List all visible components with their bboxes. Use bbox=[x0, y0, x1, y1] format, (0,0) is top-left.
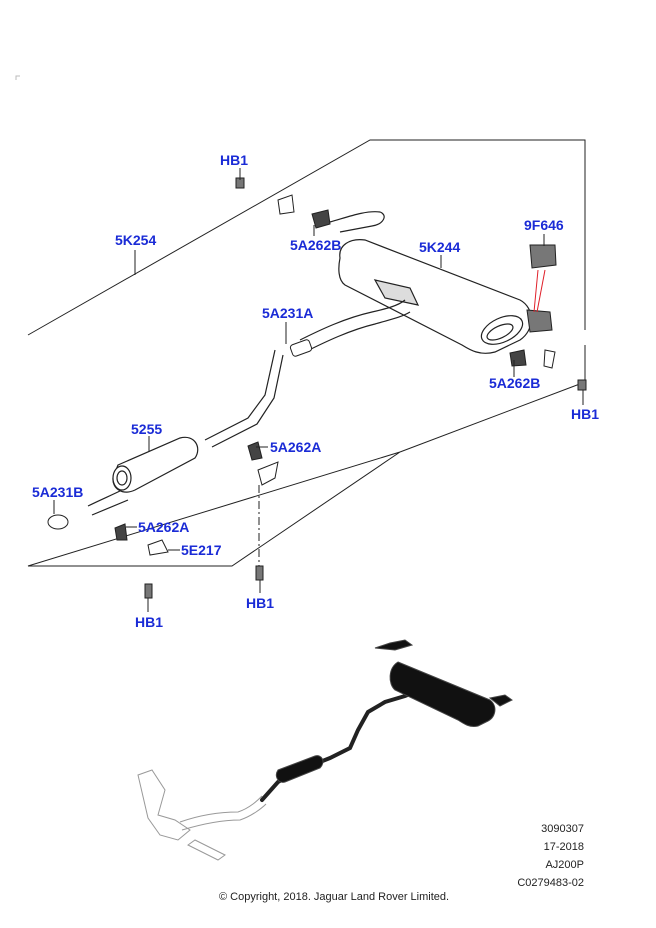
callout-5e217: 5E217 bbox=[181, 542, 222, 558]
callout-9f646: 9F646 bbox=[524, 217, 564, 233]
callout-5a262b-right: 5A262B bbox=[489, 375, 540, 391]
overview-illustration bbox=[137, 639, 513, 861]
leader-lines bbox=[53, 168, 584, 612]
callout-hb1-top: HB1 bbox=[220, 152, 248, 168]
assembly-boundary bbox=[27, 139, 586, 567]
callout-5k244: 5K244 bbox=[419, 239, 460, 255]
reference-code-1: 3090307 bbox=[541, 823, 584, 835]
corner-mark bbox=[15, 75, 20, 80]
overview-exhaust-highlight bbox=[260, 688, 422, 802]
callout-hb1-mid: HB1 bbox=[246, 595, 274, 611]
callout-5a262a-mid: 5A262A bbox=[270, 439, 321, 455]
rear-muffler bbox=[329, 211, 532, 354]
hardware bbox=[47, 177, 587, 599]
copyright-notice: © Copyright, 2018. Jaguar Land Rover Lim… bbox=[219, 891, 450, 903]
reference-code-2: 17-2018 bbox=[543, 841, 584, 853]
callout-5255: 5255 bbox=[131, 421, 162, 437]
overview-manifold bbox=[137, 769, 267, 861]
callout-5a262a-low: 5A262A bbox=[138, 519, 189, 535]
sensor-leader-lines bbox=[533, 269, 546, 313]
overview-mufflers bbox=[275, 639, 513, 783]
centre-muffler bbox=[112, 436, 199, 493]
intermediate-pipe bbox=[87, 299, 411, 516]
callout-5a262b-top: 5A262B bbox=[290, 237, 341, 253]
callout-5a231a: 5A231A bbox=[262, 305, 313, 321]
assembly-boundary-right bbox=[399, 381, 586, 453]
reference-engine: AJ200P bbox=[545, 859, 584, 871]
reference-illustration-id: C0279483-02 bbox=[517, 877, 584, 889]
callout-hb1-right: HB1 bbox=[571, 406, 599, 422]
callout-5a231b: 5A231B bbox=[32, 484, 83, 500]
callout-hb1-bottom: HB1 bbox=[135, 614, 163, 630]
callout-5k254: 5K254 bbox=[115, 232, 156, 248]
